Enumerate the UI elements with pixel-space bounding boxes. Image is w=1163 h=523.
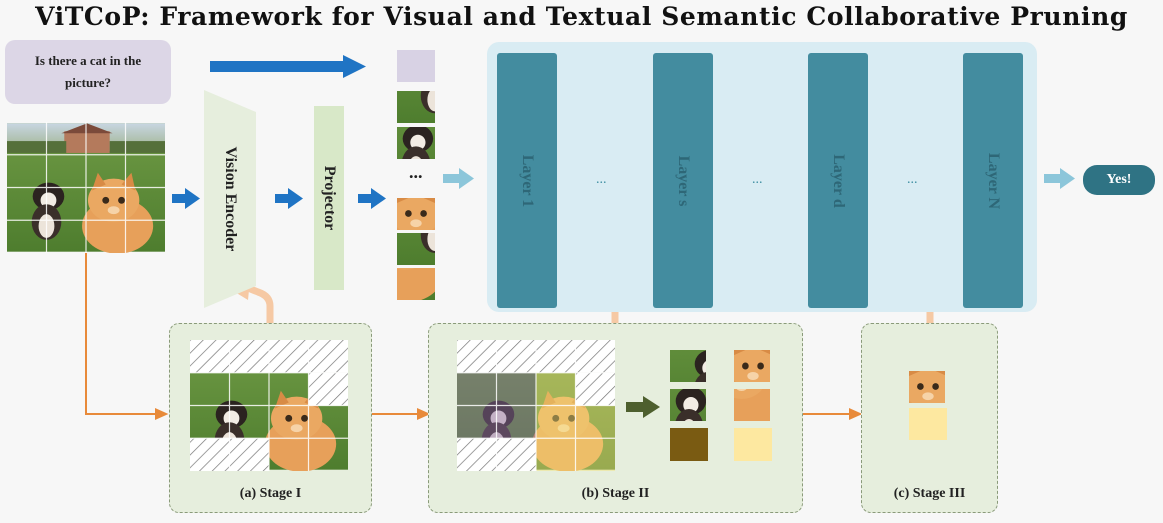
stage-1-label: (a) Stage I — [239, 486, 302, 501]
retained-token — [909, 371, 945, 403]
arrow-right-icon — [626, 396, 660, 418]
stage-2-label: (b) Stage II — [581, 486, 650, 501]
figure-title: ViTCoP: Framework for Visual and Textual… — [35, 2, 1128, 31]
arrow-right-icon — [210, 55, 366, 78]
arrow-right-icon — [443, 168, 474, 189]
question-text: Is there a cat in the picture? — [34, 53, 142, 90]
arrow-right-icon — [1044, 168, 1075, 189]
layer-d-label: Layer d — [830, 153, 847, 208]
visual-token — [397, 268, 435, 300]
projector-label: Projector — [321, 165, 338, 231]
layer-s-block: Layer s — [653, 53, 713, 308]
layer-1-block: Layer 1 — [497, 53, 557, 308]
layer-gap-dots: ... — [752, 172, 763, 187]
arrow-right-icon — [275, 188, 303, 209]
projector-block — [314, 106, 344, 290]
layer-s-label: Layer s — [675, 155, 692, 206]
layer-n-label: Layer N — [985, 152, 1002, 209]
visual-token — [397, 127, 435, 159]
merged-token — [734, 428, 772, 461]
token-ellipsis: ... — [409, 162, 423, 182]
layer-gap-dots: ... — [907, 172, 918, 187]
visual-token — [397, 91, 435, 123]
layer-n-block: Layer N — [963, 53, 1023, 308]
merged-token — [909, 408, 947, 440]
visual-token — [397, 233, 435, 265]
arrow-right-icon — [358, 188, 386, 209]
retained-token — [734, 350, 770, 382]
text-token — [397, 50, 435, 82]
arrow-right-icon — [172, 188, 200, 209]
stage-2-clustered-image — [457, 340, 615, 471]
vision-encoder-label: Vision Encoder — [222, 146, 239, 252]
llm-panel — [487, 42, 1037, 312]
visual-token — [397, 198, 435, 230]
retained-token — [670, 389, 706, 421]
question-box: Is there a cat in the picture? — [5, 40, 171, 104]
retained-token — [734, 389, 770, 421]
layer-1-label: Layer 1 — [519, 154, 536, 207]
layer-d-block: Layer d — [808, 53, 868, 308]
answer-badge: Yes! — [1083, 165, 1155, 195]
layer-gap-dots: ... — [596, 172, 607, 187]
stage-3-label: (c) Stage III — [893, 486, 966, 501]
merged-token — [670, 428, 708, 461]
retained-token — [670, 350, 706, 382]
stage-1-pruned-image — [190, 340, 348, 471]
input-image — [7, 122, 165, 253]
vision-encoder-block — [204, 90, 256, 308]
